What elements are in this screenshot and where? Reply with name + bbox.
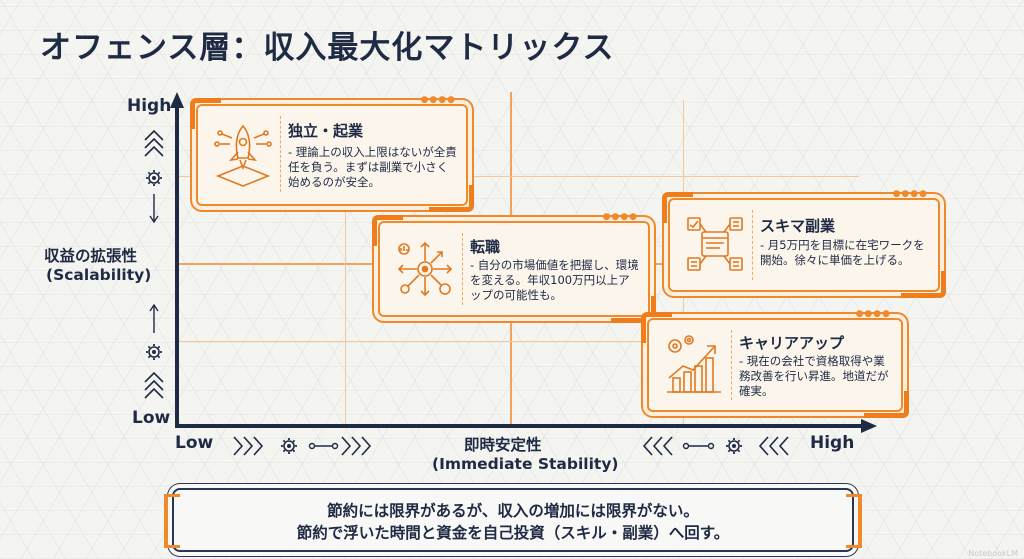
x-axis-low-label: Low (175, 433, 214, 453)
y-axis-arrowhead (170, 92, 184, 108)
gear-icon (281, 438, 297, 454)
arrow-up-icon (149, 303, 159, 333)
x-axis-left-decoration (233, 436, 372, 456)
quadrant-card-career-up: ●●●● キャリアアップ - 現在の会社で資格取得や業務改善を行い昇進。地道だが… (641, 309, 909, 418)
quadrant-card-job-change: ●●●● 転職 - 自分の市場価値を把握し、環境を変える。年収100万円以上アッ… (372, 212, 656, 323)
y-axis-high-label: High (127, 96, 172, 116)
y-axis-title-ja: 収益の拡張性 (44, 247, 138, 265)
y-axis-low-label: Low (132, 408, 171, 428)
growth-chart-icon (659, 330, 732, 400)
gear-icon (146, 344, 162, 360)
y-axis-top-decoration (144, 129, 164, 224)
page-title: オフェンス層：収入最大化マトリックス (40, 30, 615, 66)
x-axis-arrowhead (861, 419, 877, 433)
chevrons-up-icon (144, 129, 164, 157)
grid-line-h1 (179, 176, 859, 177)
connector-line-icon (308, 442, 339, 450)
grid-line-h2 (179, 341, 859, 342)
x-axis-high-label: High (810, 433, 855, 453)
watermark: NotebookLM (968, 549, 1018, 558)
y-axis-bottom-decoration (144, 303, 164, 399)
card-description: - 月5万円を目標に在宅ワークを開始。徐々に単価を上げる。 (760, 238, 925, 267)
chevrons-right-icon (233, 436, 264, 456)
dashboard-icon (680, 210, 753, 280)
bottom-message-line-1: 節約には限界があるが、収入の増加には限界がない。 (327, 502, 699, 520)
arrow-down-icon (149, 194, 159, 224)
network-icon (390, 233, 463, 305)
x-axis-right-decoration (642, 436, 789, 456)
card-title: キャリアアップ (739, 334, 845, 352)
x-axis-title-en: (Immediate Stability) (432, 455, 619, 473)
card-title: 独立・起業 (288, 122, 364, 140)
chevrons-left-icon (758, 436, 789, 456)
card-description: - 理論上の収入上限はないが全責任を負う。まずは副業で小さく始めるのが安全。 (288, 145, 457, 189)
y-axis-title-en: (Scalability) (46, 266, 152, 284)
connector-line-icon (682, 442, 715, 450)
x-axis-title-ja: 即時安定性 (464, 436, 542, 454)
bottom-message-line-2: 節約で浮いた時間と資金を自己投資（スキル・副業）へ回す。 (296, 524, 730, 542)
chevrons-up-icon (144, 371, 164, 399)
card-title: 転職 (470, 238, 501, 256)
gear-icon (726, 438, 742, 454)
quadrant-card-side-job: ●●●● スキマ副業 - 月5万円を目標に在宅ワークを開始。徐々に単価を上げる。 (662, 189, 946, 298)
card-title: スキマ副業 (760, 217, 836, 235)
gear-icon (146, 170, 162, 186)
quadrant-card-independence: ●●●● 独立・起業 - 理論上の収入上限はないが全責任を負う。まずは副業で小さ… (190, 95, 474, 212)
rocket-icon (208, 116, 281, 192)
card-description: - 現在の会社で資格取得や業務改善を行い昇進。地道だが確実。 (739, 354, 889, 398)
bottom-message-banner: 節約には限界があるが、収入の増加には限界がない。 節約で浮いた時間と資金を自己投… (164, 488, 862, 552)
chevrons-right-icon (341, 436, 372, 456)
chevrons-left-icon (642, 436, 673, 456)
card-description: - 自分の市場価値を把握し、環境を変える。年収100万円以上アップの可能性も。 (470, 258, 639, 302)
grid-line-v1 (345, 100, 346, 424)
